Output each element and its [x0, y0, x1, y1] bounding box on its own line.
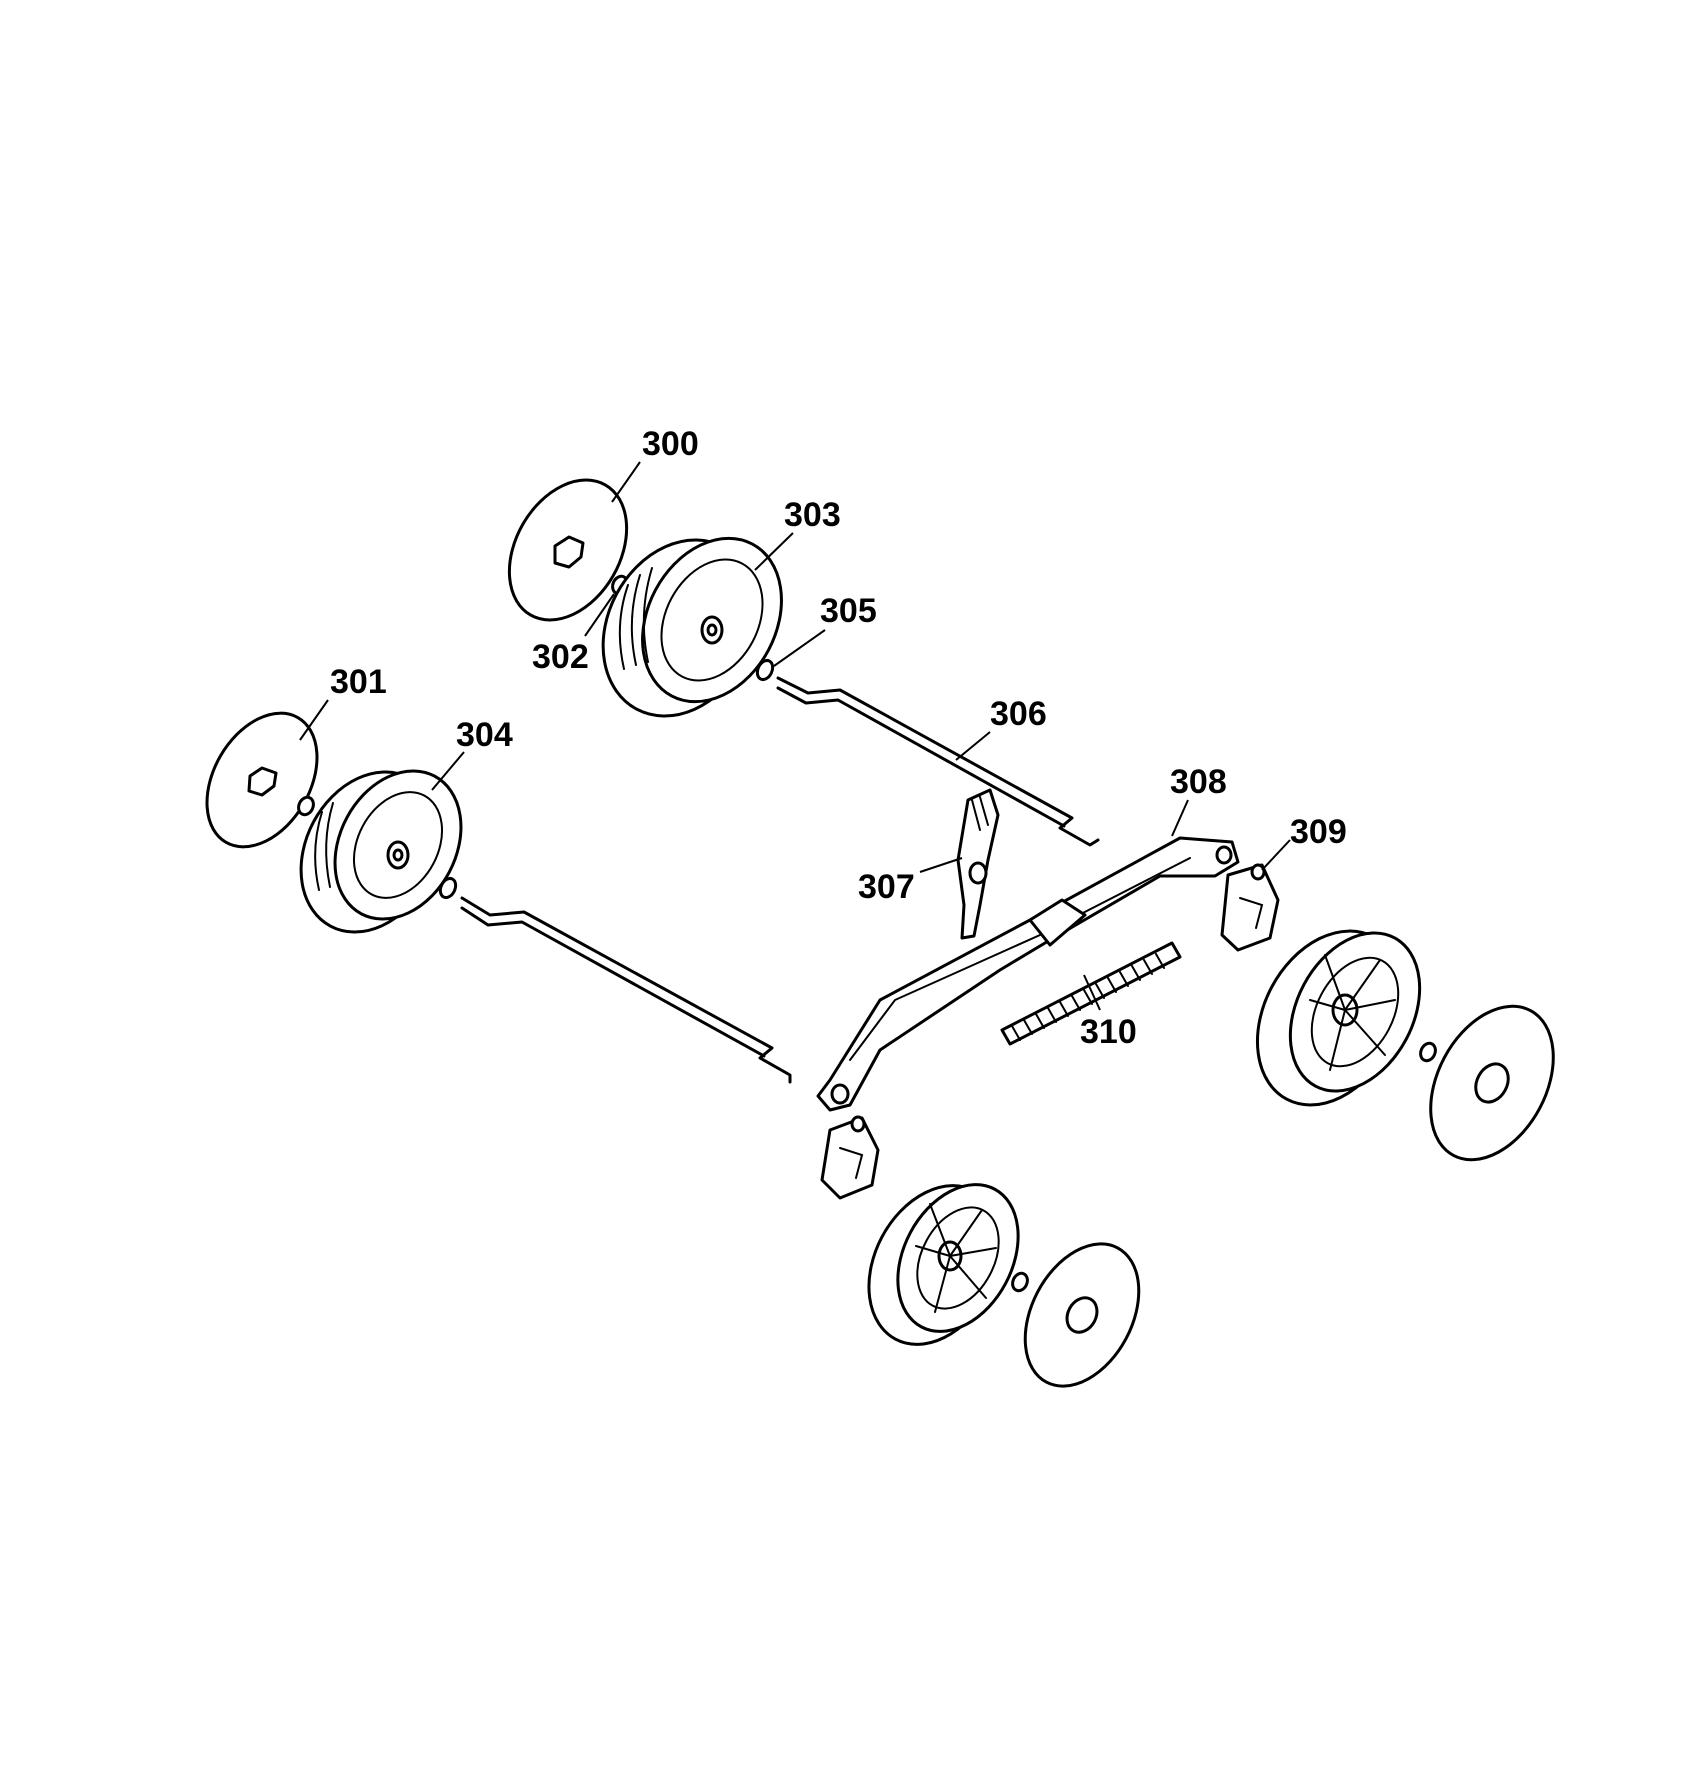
part-304-wheel[interactable]	[274, 748, 486, 956]
part-300-hub-cap[interactable]	[485, 459, 650, 641]
callout-309: 309	[1290, 813, 1347, 851]
part-hub-cap-left-lower[interactable]	[1002, 1224, 1162, 1405]
callout-303: 303	[784, 496, 841, 534]
callout-307: 307	[858, 868, 915, 906]
part-305-washer[interactable]	[754, 658, 775, 682]
part-309-bracket[interactable]	[1220, 863, 1280, 952]
part-307-lever[interactable]	[956, 788, 1000, 940]
callout-304: 304	[456, 716, 513, 754]
part-306-axle[interactable]	[776, 676, 1100, 847]
part-washer-left-lower[interactable]	[1010, 1271, 1030, 1293]
part-wheel-right[interactable]	[1229, 906, 1446, 1130]
part-308-link-bar[interactable]	[816, 836, 1240, 1112]
leader-lines	[299, 461, 1291, 1011]
callout-302: 302	[532, 638, 589, 676]
part-310-spring[interactable]	[1000, 941, 1182, 1046]
part-303-wheel[interactable]	[573, 513, 809, 743]
callout-310: 310	[1080, 1013, 1137, 1051]
callout-301: 301	[330, 663, 387, 701]
part-bracket-left[interactable]	[820, 1115, 880, 1200]
part-hub-cap-right[interactable]	[1406, 985, 1578, 1181]
callout-306: 306	[990, 695, 1047, 733]
part-washer-left[interactable]	[296, 795, 316, 817]
callout-300: 300	[642, 425, 699, 463]
callout-305: 305	[820, 592, 877, 630]
part-washer-right[interactable]	[1418, 1041, 1438, 1063]
part-axle-front[interactable]	[460, 896, 792, 1084]
callout-308: 308	[1170, 763, 1227, 801]
part-wheel-left-lower[interactable]	[843, 1163, 1043, 1368]
part-washer-304[interactable]	[437, 876, 458, 900]
